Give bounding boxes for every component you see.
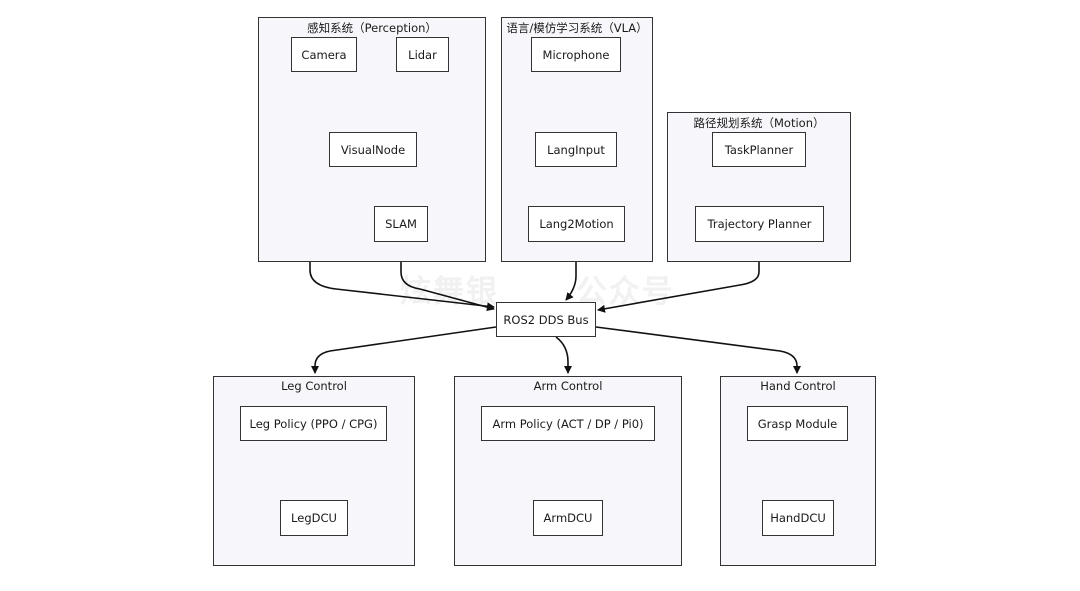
edge-slam-bus <box>400 242 495 312</box>
edge-bus-arm <box>555 336 572 374</box>
group-perception-title: 感知系统（Perception） <box>307 21 437 35</box>
edge-bus-leg <box>311 326 497 374</box>
node-ros2-dds-bus[interactable]: ROS2 DDS Bus <box>496 302 596 337</box>
node-lidar[interactable]: Lidar <box>396 37 449 72</box>
group-leg-control-title: Leg Control <box>281 379 347 393</box>
node-handdcu[interactable]: HandDCU <box>762 500 834 536</box>
node-camera[interactable]: Camera <box>291 37 357 72</box>
group-arm-control: Arm Control <box>454 376 682 566</box>
edge-trajectory-bus <box>597 242 760 313</box>
node-grasp-module[interactable]: Grasp Module <box>747 406 848 441</box>
node-microphone[interactable]: Microphone <box>531 37 621 72</box>
group-hand-control-title: Hand Control <box>760 379 836 393</box>
node-visualnode[interactable]: VisualNode <box>329 132 417 167</box>
node-lang2motion[interactable]: Lang2Motion <box>528 206 625 242</box>
group-hand-control: Hand Control <box>720 376 876 566</box>
node-legdcu[interactable]: LegDCU <box>280 500 348 536</box>
node-trajectory-planner[interactable]: Trajectory Planner <box>695 206 824 242</box>
edge-bus-hand <box>595 326 801 374</box>
edge-lang2motion-bus <box>565 242 577 301</box>
node-armdcu[interactable]: ArmDCU <box>533 500 603 536</box>
group-vla-title: 语言/模仿学习系统（VLA） <box>506 21 648 35</box>
node-langinput[interactable]: LangInput <box>535 132 617 167</box>
node-arm-policy[interactable]: Arm Policy (ACT / DP / Pi0) <box>481 406 655 441</box>
group-motion-title: 路径规划系统（Motion） <box>693 116 825 130</box>
group-leg-control: Leg Control <box>213 376 415 566</box>
node-slam[interactable]: SLAM <box>374 206 428 242</box>
group-arm-control-title: Arm Control <box>533 379 603 393</box>
node-leg-policy[interactable]: Leg Policy (PPO / CPG) <box>240 406 387 441</box>
node-taskplanner[interactable]: TaskPlanner <box>712 132 806 167</box>
